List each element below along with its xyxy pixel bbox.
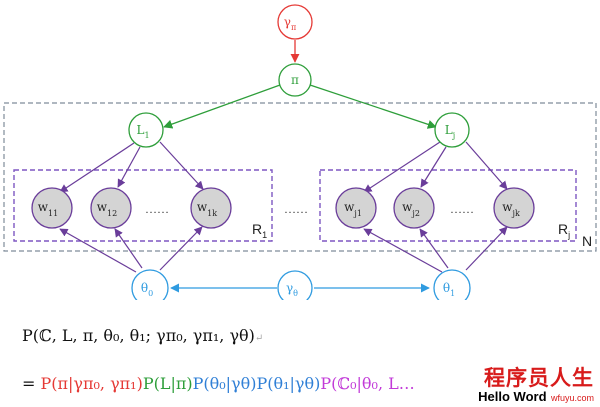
watermark-chinese-text: 程序员人生 xyxy=(484,366,594,390)
plate-n xyxy=(3,102,597,252)
svg-text:R1: R1 xyxy=(252,221,267,240)
edge-lj-wjk xyxy=(465,141,508,190)
watermark-english-text: Hello Word xyxy=(478,389,547,404)
edge-theta0-w11 xyxy=(59,228,137,273)
svg-text:wj2: wj2 xyxy=(402,200,420,218)
term-c-tail: … xyxy=(398,374,415,393)
svg-text:w1k: w1k xyxy=(197,200,217,218)
paragraph-mark: ↵ xyxy=(254,333,264,344)
node-w12: w12 xyxy=(90,187,132,229)
node-theta0: θ0 xyxy=(131,269,169,300)
plate-r1 xyxy=(13,169,273,242)
svg-text:γθ: γθ xyxy=(286,281,298,298)
edge-l1-w1k xyxy=(159,141,204,190)
equals-sign: = xyxy=(22,374,36,393)
node-gamma-pi: γπ xyxy=(277,4,313,40)
svg-text:wj1: wj1 xyxy=(344,200,362,218)
edge-theta1-wj1 xyxy=(363,228,443,273)
ellipsis-between: …… xyxy=(284,202,308,216)
ellipsis-rj: …… xyxy=(450,202,474,216)
svg-text:w12: w12 xyxy=(97,200,117,218)
svg-text:L1: L1 xyxy=(136,123,149,140)
factorization-line: = P(π|γπ₀, γπ₁)P(L|π)P(θ₀|γθ)P(θ₁|γθ)P(ℂ… xyxy=(22,374,415,393)
svg-text:Lj: Lj xyxy=(445,123,455,140)
svg-text:Rj: Rj xyxy=(558,221,570,240)
term-theta1: P(θ₁|γθ) xyxy=(256,374,321,393)
term-l: P(L|π) xyxy=(142,374,193,393)
ellipsis-r1: …… xyxy=(145,202,169,216)
edge-theta1-wj2 xyxy=(419,228,449,269)
edge-pi-lj xyxy=(309,84,437,129)
graphical-model-diagram: γπ π L1 Lj w11 w12 …… w1k R1 …… wj1 wj2 … xyxy=(3,4,597,300)
edge-pi-l1 xyxy=(163,84,281,129)
edge-theta1-wjk xyxy=(465,226,508,271)
joint-probability-line: P(ℂ, L, π, θ₀, θ₁; γπ₀, γπ₁, γθ)↵ xyxy=(22,326,263,345)
edge-lj-wj1 xyxy=(363,141,441,193)
watermark-logo: 程序员人生 Hello Word wfuyu.com xyxy=(478,368,594,405)
plate-rj xyxy=(319,169,577,242)
node-w11: w11 xyxy=(31,187,73,229)
node-pi: π xyxy=(278,63,312,97)
edge-lj-wj2 xyxy=(420,146,447,188)
edge-theta0-w12 xyxy=(114,228,143,269)
plate-r1-label: R1 xyxy=(252,221,267,240)
term-theta0: P(θ₀|γθ) xyxy=(192,374,257,393)
node-lj: Lj xyxy=(434,112,470,148)
node-wj1: wj1 xyxy=(335,187,377,229)
edge-l1-w11 xyxy=(59,142,135,193)
node-wj2: wj2 xyxy=(393,187,435,229)
node-gamma-theta: γθ xyxy=(277,270,313,300)
joint-probability-expression: P(ℂ, L, π, θ₀, θ₁; γπ₀, γπ₁, γθ) xyxy=(22,326,255,345)
edge-theta0-w1k xyxy=(159,226,203,271)
node-wjk: wjk xyxy=(493,187,535,229)
svg-text:π: π xyxy=(291,73,299,87)
svg-text:wjk: wjk xyxy=(502,200,520,218)
term-pi: P(π|γπ₀, γπ₁) xyxy=(40,374,143,393)
svg-text:θ0: θ0 xyxy=(141,281,153,298)
watermark-site: wfuyu.com xyxy=(550,393,594,403)
edge-l1-w12 xyxy=(117,146,141,188)
node-theta1: θ1 xyxy=(433,269,471,300)
plate-n-label: N xyxy=(582,233,592,249)
svg-text:θ1: θ1 xyxy=(443,281,455,298)
svg-text:γπ: γπ xyxy=(284,15,296,32)
svg-text:w11: w11 xyxy=(38,200,58,218)
plate-rj-label: Rj xyxy=(558,221,570,240)
node-w1k: w1k xyxy=(190,187,232,229)
node-l1: L1 xyxy=(128,112,164,148)
term-c: P(ℂ₀|θ₀, L xyxy=(320,374,399,393)
